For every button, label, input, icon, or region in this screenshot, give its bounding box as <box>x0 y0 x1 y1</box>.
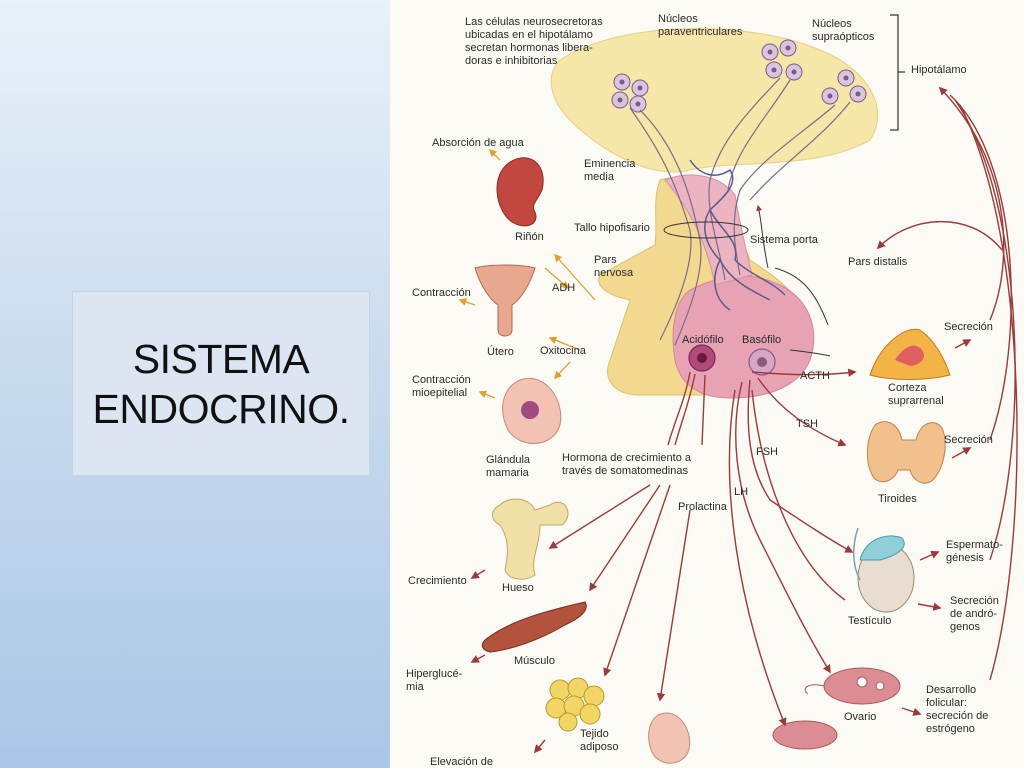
title-line-2: ENDOCRINO. <box>92 385 350 432</box>
label-prolactin: Prolactina <box>678 501 727 513</box>
label-muscle: Músculo <box>514 655 555 667</box>
label-lh: LH <box>734 486 749 498</box>
label-acth: ACTH <box>800 370 830 382</box>
stalk-ring <box>663 221 749 239</box>
label-neurosecretory: Las células neurosecretoras ubicadas en … <box>465 16 603 67</box>
diagram-artwork <box>458 14 1018 764</box>
adipose-shape <box>545 677 605 732</box>
title-line-1: SISTEMA <box>132 335 310 382</box>
label-follicular: Desarrollo folicular: secreción de estró… <box>926 684 989 735</box>
label-tsh: TSH <box>796 418 818 430</box>
muscle-shape <box>481 601 587 653</box>
label-growth-hormone: Hormona de crecimiento a través de somat… <box>562 452 692 477</box>
label-contraction: Contracción <box>412 287 471 299</box>
label-secretion-2: Secreción <box>944 434 993 446</box>
label-basophil: Basófilo <box>742 334 782 346</box>
label-fsh: FSH <box>756 446 778 458</box>
endocrine-diagram: Las células neurosecretoras ubicadas en … <box>390 0 1024 768</box>
label-supraoptic: Núcleos supraópticos <box>812 18 875 43</box>
label-stalk: Tallo hipofisario <box>574 222 650 234</box>
label-hypothalamus: Hipotálamo <box>911 64 967 76</box>
label-adipose: Tejido adiposo <box>580 728 619 753</box>
label-thyroid: Tiroides <box>878 493 917 505</box>
label-oxytocin: Oxitocina <box>540 345 586 357</box>
label-water-absorption: Absorción de agua <box>432 137 524 149</box>
label-kidney: Riñón <box>515 231 544 243</box>
title-box: SISTEMA ENDOCRINO. <box>72 291 370 476</box>
label-growth: Crecimiento <box>408 575 467 587</box>
label-hyperglycemia: Hiperglucé- mia <box>406 668 463 693</box>
label-pars-distalis: Pars distalis <box>848 256 908 268</box>
label-adh: ADH <box>552 282 576 294</box>
label-paraventricular: Núcleos paraventriculares <box>658 13 743 38</box>
label-ovary: Ovario <box>844 711 877 723</box>
label-median-eminence: Eminencia media <box>584 158 636 183</box>
axon-fibers <box>629 77 851 346</box>
label-spermatogenesis: Espermato- génesis <box>946 539 1003 564</box>
mammary-bottom-shape <box>648 712 691 764</box>
left-panel: SISTEMA ENDOCRINO. <box>0 0 390 768</box>
label-androgen: Secreción de andró- genos <box>950 595 999 633</box>
label-elevation: Elevación de <box>430 756 493 768</box>
kidney-shape <box>496 157 544 227</box>
label-portal-system: Sistema porta <box>750 234 818 246</box>
label-testis: Testículo <box>848 615 892 627</box>
thyroid-shape <box>866 421 946 484</box>
label-pars-nervosa: Pars nervosa <box>594 254 634 279</box>
uterus-shape <box>474 264 536 337</box>
label-mammary: Glándula mamaria <box>486 454 531 479</box>
label-bone: Hueso <box>502 582 534 594</box>
bone-shape <box>492 498 569 580</box>
label-myoepithelial: Contracción mioepitelial <box>412 374 471 399</box>
label-uterus: Útero <box>487 346 514 358</box>
label-adrenal-cortex: Corteza suprarrenal <box>888 382 944 407</box>
label-secretion-1: Secreción <box>944 321 993 333</box>
label-acidophil: Acidófilo <box>682 334 724 346</box>
